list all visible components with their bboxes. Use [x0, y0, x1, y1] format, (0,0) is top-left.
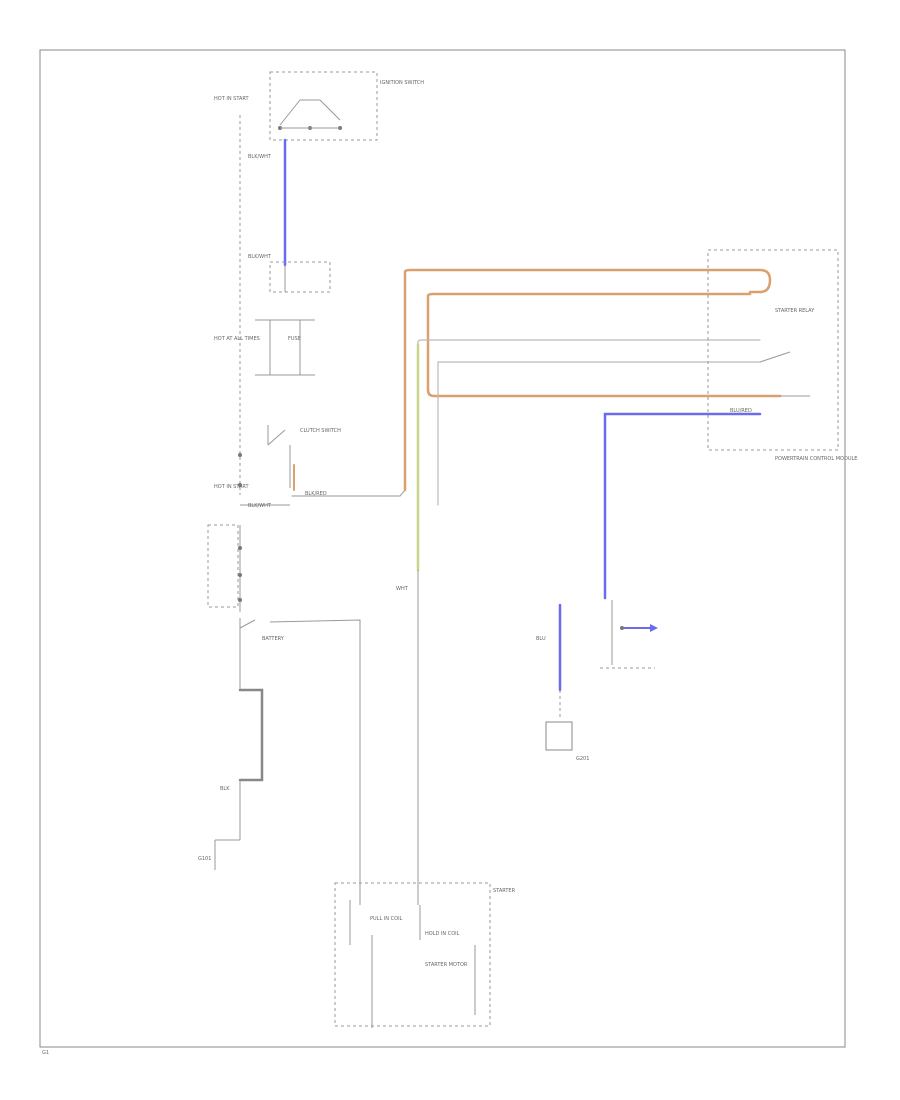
footer-code: G1 — [42, 1050, 49, 1056]
wire-label-blk: BLK — [220, 786, 230, 792]
wire-gray-pcm-b — [437, 361, 761, 506]
pcm-label: POWERTRAIN CONTROL MODULE — [775, 456, 857, 462]
wire-orange-outer — [403, 268, 772, 492]
fuse-label: FUSE — [288, 336, 301, 342]
wire-label-blk-wht-b: BLK/WHT — [248, 254, 272, 260]
wire-label-blu-red: BLU/RED — [730, 408, 752, 414]
hot-in-start-mid-label: HOT IN START — [214, 484, 250, 490]
battery-label: BATTERY — [262, 636, 285, 642]
wire-label-blu: BLU — [536, 636, 546, 642]
ground-g201-label: G201 — [576, 756, 589, 762]
hold-in-coil-label: HOLD IN COIL — [425, 931, 460, 937]
clutch-switch: CLUTCH SWITCH — [267, 425, 341, 488]
ground-connector-g201 — [545, 721, 573, 751]
powertrain-control-module: STARTER RELAY POWERTRAIN CONTROL MODULE — [707, 249, 857, 462]
starter-relay-label: STARTER RELAY — [775, 308, 815, 314]
underhood-fuse-relay-box — [207, 524, 242, 612]
wire-orange-lower — [426, 388, 782, 398]
wire-gray-pcm-a — [417, 339, 761, 346]
wire-gray-clutch — [291, 489, 406, 497]
clutch-switch-label: CLUTCH SWITCH — [300, 428, 341, 434]
hot-in-start-top-label: HOT IN START — [214, 96, 250, 102]
wire-blue-pcm — [603, 412, 762, 600]
wire-orange-inner — [426, 292, 752, 392]
starter-motor-label: STARTER MOTOR — [425, 962, 468, 968]
ignition-switch: IGNITION SWITCH — [269, 71, 424, 141]
pull-in-coil-label: PULL IN COIL — [370, 916, 403, 922]
ground-g101-label: G101 — [198, 856, 211, 862]
wire-label-blk-wht-c: BLK/WHT — [248, 503, 272, 509]
fuse-block: FUSE — [255, 319, 315, 376]
wire-label-wht: WHT — [396, 586, 409, 592]
wire-label-blk-wht-a: BLK/WHT — [248, 154, 272, 160]
starter-cut-relay: BLK/WHT — [248, 254, 331, 293]
ignition-switch-label: IGNITION SWITCH — [380, 80, 424, 86]
wire-battery-to-starter — [269, 619, 361, 905]
battery: BATTERY — [238, 618, 285, 782]
starter: STARTER PULL IN COIL HOLD IN COIL STARTE… — [334, 882, 516, 1028]
diagram-frame — [39, 49, 846, 1048]
starter-label: STARTER — [493, 888, 516, 894]
wire-label-blk-red: BLK/RED — [305, 491, 327, 497]
hot-at-all-times-label: HOT AT ALL TIMES — [214, 336, 260, 342]
clutch-interlock-switch — [600, 600, 658, 669]
